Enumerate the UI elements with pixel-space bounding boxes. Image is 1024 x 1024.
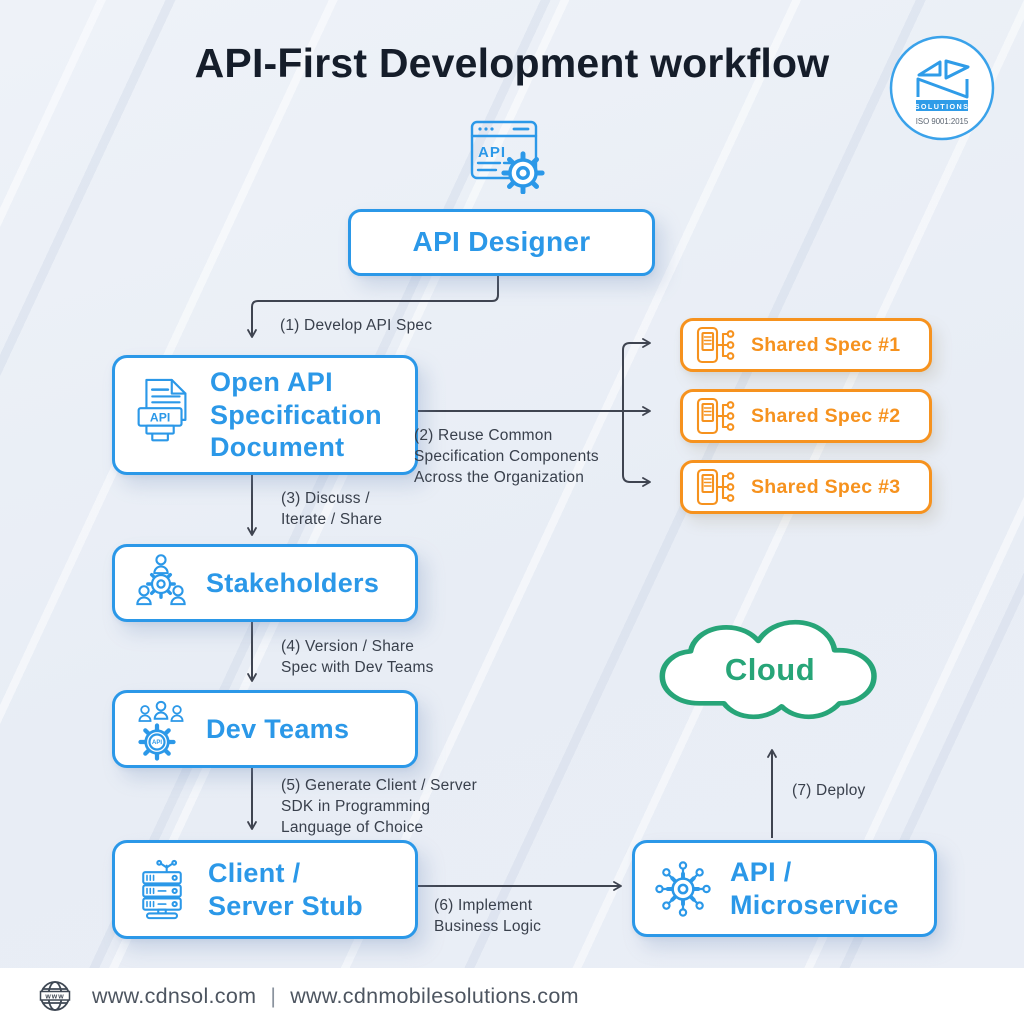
dev-teams-icon: API [138,700,184,761]
stakeholders-icon [136,554,186,606]
footer-site-1: www.cdnsol.com [92,983,257,1008]
api-document-icon: API [137,378,187,442]
node-api-designer-label: API Designer [412,226,591,258]
step-6-label: (6) Implement Business Logic [434,897,542,935]
step-5-label: (5) Generate Client / Server SDK in Prog… [281,777,477,836]
footer-site-2: www.cdnmobilesolutions.com [290,983,579,1008]
node-client-server-stub-label: Client / Server Stub [208,857,363,921]
arrow-2-shared-spec-1 [622,338,651,411]
node-open-api-spec: API Open API Specification Document [112,355,418,475]
node-cloud-label: Cloud [724,652,816,687]
logo-cert-label: ISO 9001:2015 [916,117,969,126]
company-logo: SOLUTIONS ISO 9001:2015 [888,34,996,142]
shared-spec-icon [696,397,735,435]
page-title: API-First Development workflow [194,40,830,86]
step-3-label: (3) Discuss / Iterate / Share [281,490,383,528]
node-open-api-spec-label: Open API Specification Document [210,366,382,463]
node-dev-teams: API Dev Teams [112,690,418,768]
node-stakeholders: Stakeholders [112,544,418,622]
node-dev-teams-label: Dev Teams [206,713,350,744]
node-shared-spec-2: Shared Spec #2 [680,389,932,443]
node-shared-spec-2-label: Shared Spec #2 [751,404,901,427]
step-4-label: (4) Version / Share Spec with Dev Teams [281,638,434,676]
arrow-2-shared-spec-3 [622,411,651,487]
node-api-microservice: API / Microservice [632,840,937,937]
globe-icon: www [39,981,71,1011]
footer-separator: | [270,983,277,1008]
step-2-label: (2) Reuse Common Specification Component… [414,427,599,486]
node-shared-spec-3: Shared Spec #3 [680,460,932,514]
node-api-microservice-label: API / Microservice [730,856,899,920]
shared-spec-icon [696,326,735,364]
icon-api-text: API [152,740,162,746]
node-client-server-stub: Client / Server Stub [112,840,418,939]
microservice-icon [655,860,711,917]
server-stub-icon [142,859,182,919]
shared-spec-icon [696,468,735,506]
step-7-label: (7) Deploy [792,782,866,799]
node-stakeholders-label: Stakeholders [206,567,380,598]
icon-www-text: www [44,994,64,1001]
footer-bar: www www.cdnsol.com | www.cdnmobilesoluti… [0,968,1024,1024]
step-1-label: (1) Develop API Spec [280,317,433,334]
api-designer-browser-gear-icon: API [468,114,546,194]
logo-org-label: SOLUTIONS [915,102,970,111]
node-shared-spec-1-label: Shared Spec #1 [751,333,901,356]
node-shared-spec-3-label: Shared Spec #3 [751,475,901,498]
icon-api-text: API [478,144,506,161]
node-cloud: Cloud [650,618,890,722]
node-shared-spec-1: Shared Spec #1 [680,318,932,372]
node-api-designer: API Designer [348,209,655,276]
company-logo-icon: SOLUTIONS ISO 9001:2015 [889,35,995,141]
icon-api-text: API [150,410,170,424]
